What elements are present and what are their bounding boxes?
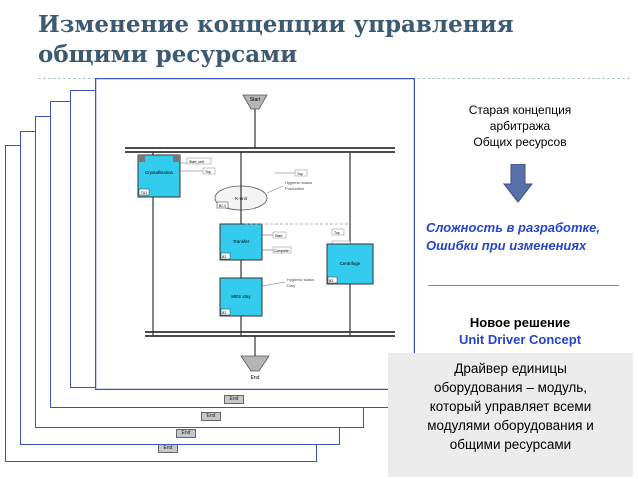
centrifuge-id-tag — [327, 276, 338, 284]
description-line-2: оборудования – модуль, — [433, 380, 588, 395]
title-line-1: Изменение концепции управления — [38, 11, 514, 38]
transfer-start-tag — [272, 231, 287, 239]
page-title: Изменение концепции управления общими ре… — [38, 10, 514, 70]
description-box: Драйвер единицы оборудования – модуль, к… — [388, 353, 633, 477]
description-line-4: модулями оборудования и — [427, 418, 594, 433]
description-line-5: общими ресурсами — [449, 437, 572, 452]
new-solution-heading: Новое решение — [469, 315, 571, 330]
start-unit-label: Start_unit — [189, 160, 204, 164]
crystallisation-id: TA1 — [141, 191, 147, 195]
description-line-3: который управляет всеми — [429, 399, 592, 414]
transfer-label: Transfer — [233, 239, 250, 244]
mes-stay-label: MES stay — [231, 294, 251, 299]
start-label: Start — [250, 97, 261, 103]
start-unit-tag — [186, 157, 212, 165]
complexity-text: Сложность в разработке, Ошибки при измен… — [426, 219, 636, 255]
top3-label: Top — [334, 231, 340, 235]
end-label: End — [251, 375, 260, 381]
mes-stay-id-tag — [220, 308, 231, 316]
transfer-complete-label: Complete — [274, 249, 289, 253]
k-unit-id-tag — [216, 201, 229, 209]
transfer-start-label: Start — [275, 234, 282, 238]
down-arrow-icon — [503, 164, 533, 203]
stack-end-label-1: End — [224, 395, 244, 404]
mes-note-link — [261, 281, 286, 287]
mes-note-1: Hygienic status — [287, 277, 314, 282]
crystallisation-corner-1 — [138, 155, 145, 162]
stack-end-label-4: End — [158, 444, 178, 453]
top2-label: Top — [297, 172, 303, 176]
old-concept-line-3: Общих ресурсов — [473, 135, 567, 149]
old-concept-line-1: Старая концепция — [468, 103, 572, 117]
mes-note-2: Dirty — [287, 283, 295, 288]
end-step — [240, 355, 270, 372]
old-concept-text: Старая концепция арбитража Общих ресурсо… — [420, 102, 620, 150]
top1-label: Top — [205, 170, 211, 174]
top1-tag — [202, 167, 216, 175]
complexity-line-2: Ошибки при изменениях — [426, 238, 587, 253]
k-unit-note-link — [266, 185, 284, 194]
complexity-line-1: Сложность в разработке, — [426, 220, 600, 235]
stack-end-label-2: End — [201, 412, 221, 421]
k-unit-note-1: Hygienic status — [285, 180, 312, 185]
description-line-1: Драйвер единицы — [454, 361, 567, 376]
centrifuge-id: B3 — [329, 279, 333, 283]
top2-tag — [294, 169, 308, 177]
top3-tag — [331, 228, 345, 236]
mes-stay-id: B3 — [222, 311, 226, 315]
start-step — [242, 94, 268, 110]
crystallisation-label: Crystallisation — [145, 170, 174, 175]
description-text: Драйвер единицы оборудования – модуль, к… — [396, 359, 625, 454]
title-line-2: общими ресурсами — [38, 41, 298, 68]
unit-driver-concept-heading: Unit Driver Concept — [458, 332, 582, 347]
crystallisation-id-tag — [138, 188, 150, 196]
stack-end-label-3: End — [176, 429, 196, 438]
transfer-complete-tag — [272, 246, 292, 254]
separator-line — [428, 285, 619, 286]
process-diagram: Start Crystallisation TA1 Start_unit Top… — [95, 78, 415, 390]
k-unit-note-2: Production — [285, 186, 304, 191]
transfer-id: B3 — [222, 255, 226, 259]
old-concept-line-2: арбитража — [489, 119, 551, 133]
crystallisation-corner-2 — [173, 155, 180, 162]
transfer-id-tag — [220, 252, 231, 260]
centrifuge-label: Centrifuge — [340, 261, 361, 266]
k-unit-id: B2-3 — [219, 204, 226, 208]
